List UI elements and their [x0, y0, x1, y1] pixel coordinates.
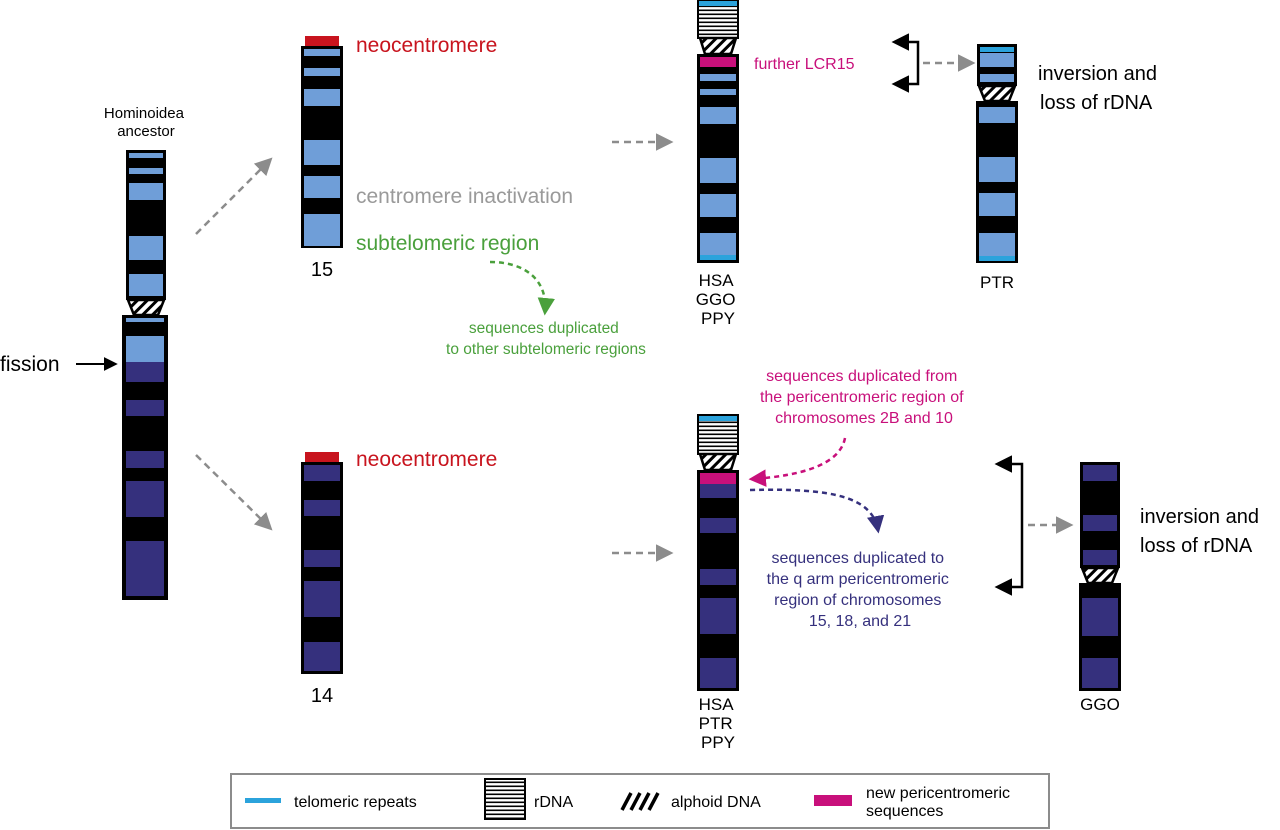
chr15-number: 15: [311, 259, 333, 281]
species-hsa-ggo-ppy: HSA GGO PPY: [696, 271, 740, 328]
further-lcr15-mark: [700, 57, 736, 67]
neocentromere-mark-14: [305, 452, 339, 462]
subtelomeric-dup-arrow: [489, 260, 556, 316]
arrow-to-chr15: [195, 157, 273, 235]
neocentromere-label-bottom: neocentromere: [356, 448, 497, 471]
species-ptr: PTR: [980, 273, 1014, 292]
species-hsa-ptr-ppy: HSA PTR PPY: [699, 695, 738, 752]
legend-box: [230, 773, 1050, 829]
chromosome-14-hsa-ptr-ppy: [697, 414, 739, 691]
further-lcr15-label: further LCR15: [754, 56, 855, 73]
centromere-inactivation-label: centromere inactivation: [356, 185, 573, 208]
species-ggo: GGO: [1080, 695, 1120, 714]
dup-to-arrow: [749, 488, 885, 534]
legend-rdna-label: rDNA: [534, 794, 573, 811]
seq-dup-subtelomeric-label: sequences duplicated to other subtelomer…: [446, 320, 646, 358]
inversion-bracket-top: [897, 40, 920, 86]
inversion-label-bottom: inversion and loss of rDNA: [1140, 506, 1265, 557]
legend: telomeric repeats rDNA alphoid DNA new p…: [230, 773, 1050, 829]
seq-dup-from-label: sequences duplicated from the pericentro…: [760, 368, 968, 427]
chromosome-14-ggo: [1079, 462, 1121, 691]
new-pericentromeric-mark: [700, 473, 736, 484]
legend-alphoid-swatch: [620, 792, 660, 811]
legend-telomeric-label: telomeric repeats: [294, 794, 417, 811]
subtelomeric-region-label: subtelomeric region: [356, 232, 539, 255]
dup-from-arrow: [748, 437, 847, 487]
neocentromere-label-top: neocentromere: [356, 34, 497, 57]
legend-telomeric-swatch: [245, 798, 281, 803]
arrow-to-chr14: [195, 454, 273, 531]
neocentromere-mark-15: [305, 36, 339, 46]
inversion-label-top: inversion and loss of rDNA: [1038, 63, 1163, 114]
chromosome-15-hsa-ggo-ppy: [697, 0, 739, 263]
ancestor-label: Hominoidea ancestor: [104, 105, 188, 140]
legend-new-peri-swatch: [814, 795, 852, 806]
chr14-number: 14: [311, 685, 333, 707]
chromosome-15: [301, 36, 343, 248]
seq-dup-to-label: sequences duplicated to the q arm perice…: [767, 550, 954, 630]
fission-label: fission: [0, 353, 60, 376]
ancestor-chromosome: [122, 150, 168, 600]
chromosome-14: [301, 452, 343, 674]
legend-alphoid-label: alphoid DNA: [671, 794, 761, 811]
legend-new-peri-label: new pericentromeric sequences: [866, 785, 1015, 820]
chromosome-15-ptr: [976, 44, 1018, 263]
inversion-bracket-bottom: [1000, 462, 1024, 589]
legend-rdna-swatch: [484, 778, 526, 820]
